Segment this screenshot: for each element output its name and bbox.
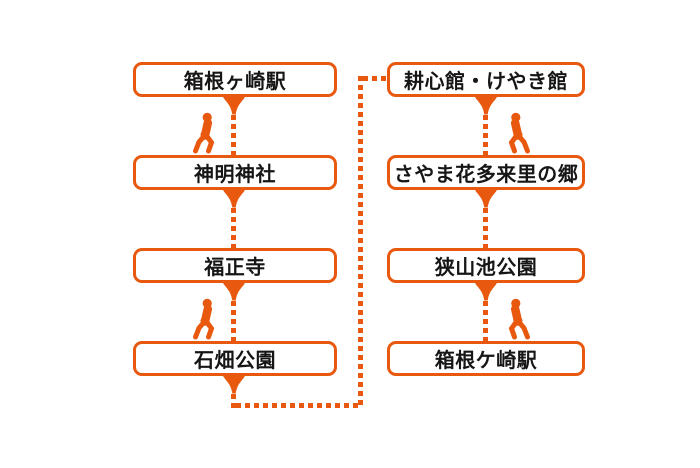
dotted-line-right-3 bbox=[483, 301, 488, 342]
stop-koshinkan-keyakikan: 耕心館・けやき館 bbox=[387, 62, 585, 97]
stop-ishihata-park: 石畑公園 bbox=[133, 341, 337, 376]
stop-label: 箱根ケ崎駅 bbox=[434, 350, 538, 372]
arrow-down-icon bbox=[222, 374, 246, 394]
stop-label: 神明神社 bbox=[194, 164, 276, 186]
dotted-line-right-1 bbox=[483, 115, 488, 156]
stop-label: 福正寺 bbox=[204, 257, 266, 279]
stop-label: 箱根ヶ崎駅 bbox=[183, 71, 287, 93]
stop-label: 石畑公園 bbox=[194, 350, 276, 372]
dotted-line-left-1 bbox=[231, 115, 236, 156]
walking-person-icon bbox=[508, 298, 530, 340]
stop-sayamaike-park: 狭山池公園 bbox=[387, 248, 585, 283]
stop-hakonegasaki-station-start: 箱根ヶ崎駅 bbox=[133, 62, 337, 97]
arrow-down-icon bbox=[222, 281, 246, 301]
dotted-line-right-2 bbox=[483, 208, 488, 249]
arrow-down-icon bbox=[474, 188, 498, 208]
connector-middle-vertical-line bbox=[358, 76, 363, 408]
arrow-down-icon bbox=[474, 95, 498, 115]
arrow-down-icon bbox=[222, 188, 246, 208]
stop-label: 狭山池公園 bbox=[434, 257, 538, 279]
walking-person-icon bbox=[193, 112, 215, 154]
walking-person-icon bbox=[193, 298, 215, 340]
arrow-down-icon bbox=[474, 281, 498, 301]
connector-bottom-line bbox=[236, 403, 358, 408]
walking-person-icon bbox=[508, 112, 530, 154]
dotted-line-left-3 bbox=[231, 301, 236, 342]
stop-hakonegasaki-station-end: 箱根ケ崎駅 bbox=[387, 341, 585, 376]
connector-top-line bbox=[363, 76, 387, 81]
stop-fukushoji-temple: 福正寺 bbox=[133, 248, 337, 283]
dotted-line-left-2 bbox=[231, 208, 236, 249]
stop-label: さやま花多来里の郷 bbox=[393, 164, 579, 186]
stop-label: 耕心館・けやき館 bbox=[404, 71, 568, 93]
stop-sayama-katakuri-no-sato: さやま花多来里の郷 bbox=[387, 155, 585, 190]
arrow-down-icon bbox=[222, 95, 246, 115]
connector-stub-below-ishihata bbox=[231, 394, 236, 408]
stop-shinmei-shrine: 神明神社 bbox=[133, 155, 337, 190]
